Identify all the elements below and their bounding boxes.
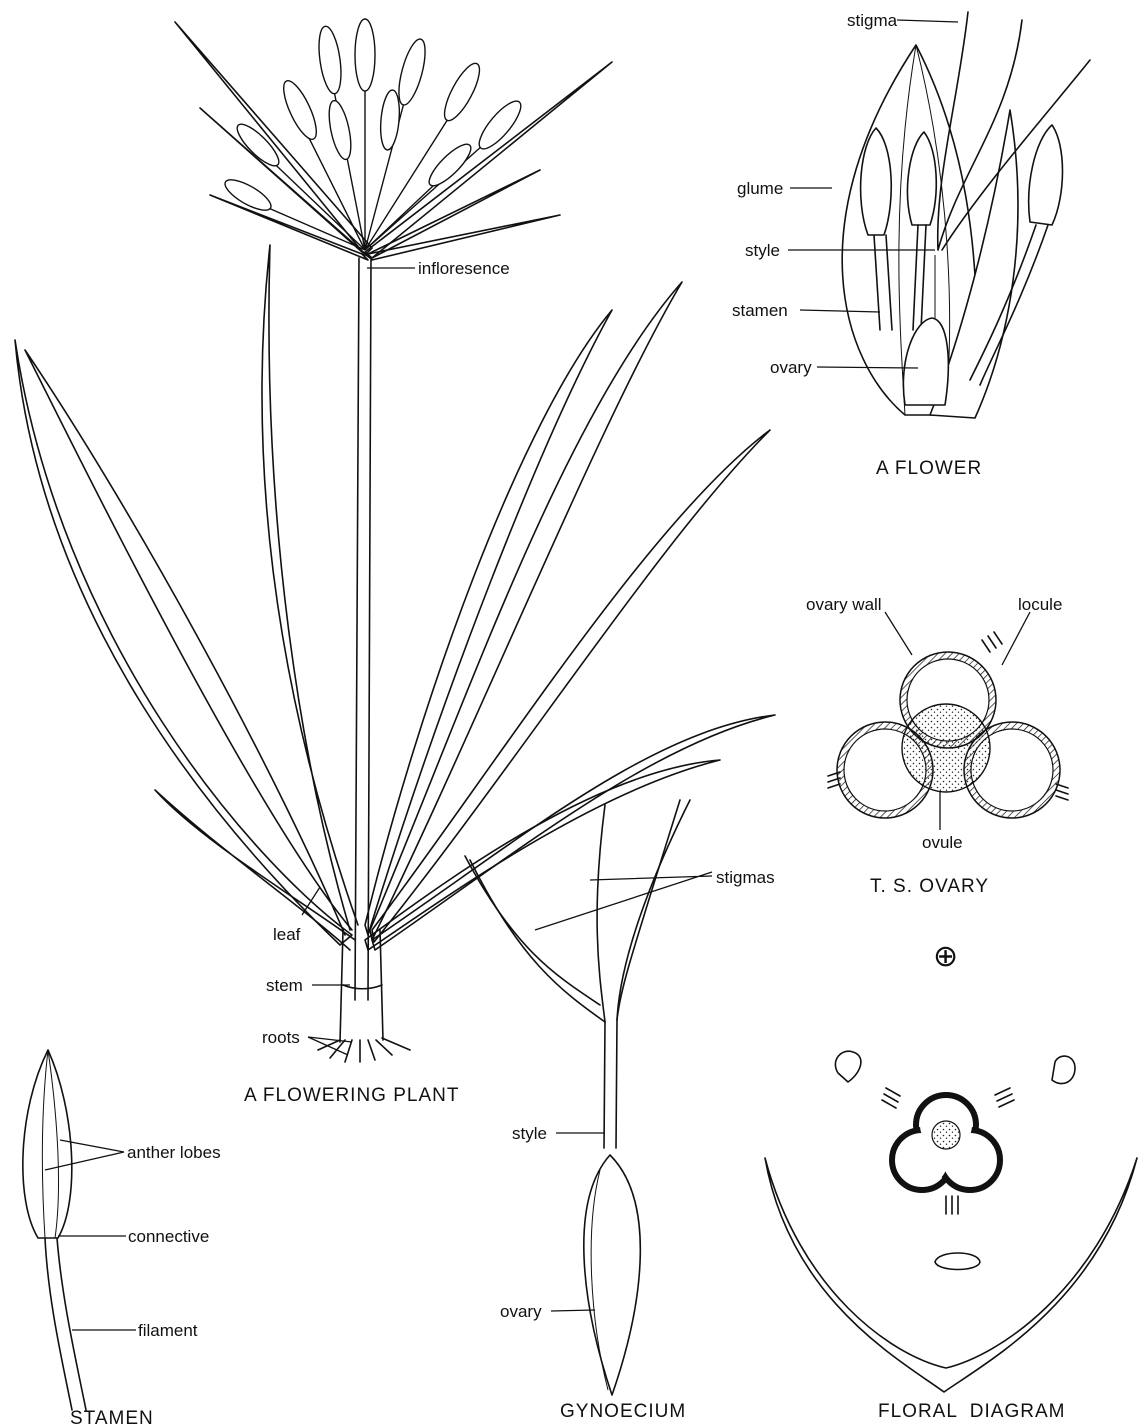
actinomorphic-symbol: ⊕: [933, 939, 958, 974]
label-leaf: leaf: [273, 925, 301, 944]
gynoecium-ovary: [584, 1155, 641, 1395]
gynoecium: stigmas style ovary GYNOECIUM: [465, 800, 775, 1422]
label-ovule: ovule: [922, 833, 963, 852]
label-flower-style: style: [745, 241, 780, 260]
flower-detail: stigma glume style stamen ovary A FLOWER: [732, 11, 1090, 479]
anther: [23, 1050, 72, 1238]
label-roots: roots: [262, 1028, 300, 1047]
label-stigma: stigma: [847, 11, 898, 30]
caption-stamen: STAMEN: [70, 1408, 154, 1428]
caption-flowering-plant: A FLOWERING PLANT: [244, 1085, 459, 1106]
ts-ovary: ovary wall locule ovule T. S. OVARY: [806, 595, 1068, 897]
caption-floral-diagram: FLORAL DIAGRAM: [878, 1401, 1065, 1422]
caption-a-flower: A FLOWER: [876, 458, 982, 479]
label-glume: glume: [737, 179, 783, 198]
caption-ts-ovary: T. S. OVARY: [870, 876, 989, 897]
caption-gynoecium: GYNOECIUM: [560, 1401, 686, 1422]
label-stem: stem: [266, 976, 303, 995]
ovule-drawing: [902, 704, 990, 792]
label-stamen: stamen: [732, 301, 788, 320]
flowering-plant: infloresence leaf stem roots A FLOWERING…: [15, 19, 775, 1106]
leader-leaf: [302, 887, 320, 915]
roots-drawing: [318, 1038, 410, 1062]
label-connective: connective: [128, 1227, 209, 1246]
label-filament: filament: [138, 1321, 198, 1340]
label-stigmas: stigmas: [716, 868, 775, 887]
bract-drawing: [765, 1158, 1137, 1392]
culm: [355, 258, 371, 1000]
stamen-detail: anther lobes connective filament STAMEN: [23, 1050, 221, 1428]
label-anther-lobes: anther lobes: [127, 1143, 221, 1162]
label-locule: locule: [1018, 595, 1062, 614]
plant-leaves: [15, 245, 775, 950]
label-ovary-wall: ovary wall: [806, 595, 882, 614]
label-inflorescence: infloresence: [418, 259, 510, 278]
label-gynoecium-style: style: [512, 1124, 547, 1143]
floral-diagram: ⊕ FLORAL DIAGRAM: [765, 939, 1137, 1422]
label-flower-ovary: ovary: [770, 358, 812, 377]
label-gynoecium-ovary: ovary: [500, 1302, 542, 1321]
